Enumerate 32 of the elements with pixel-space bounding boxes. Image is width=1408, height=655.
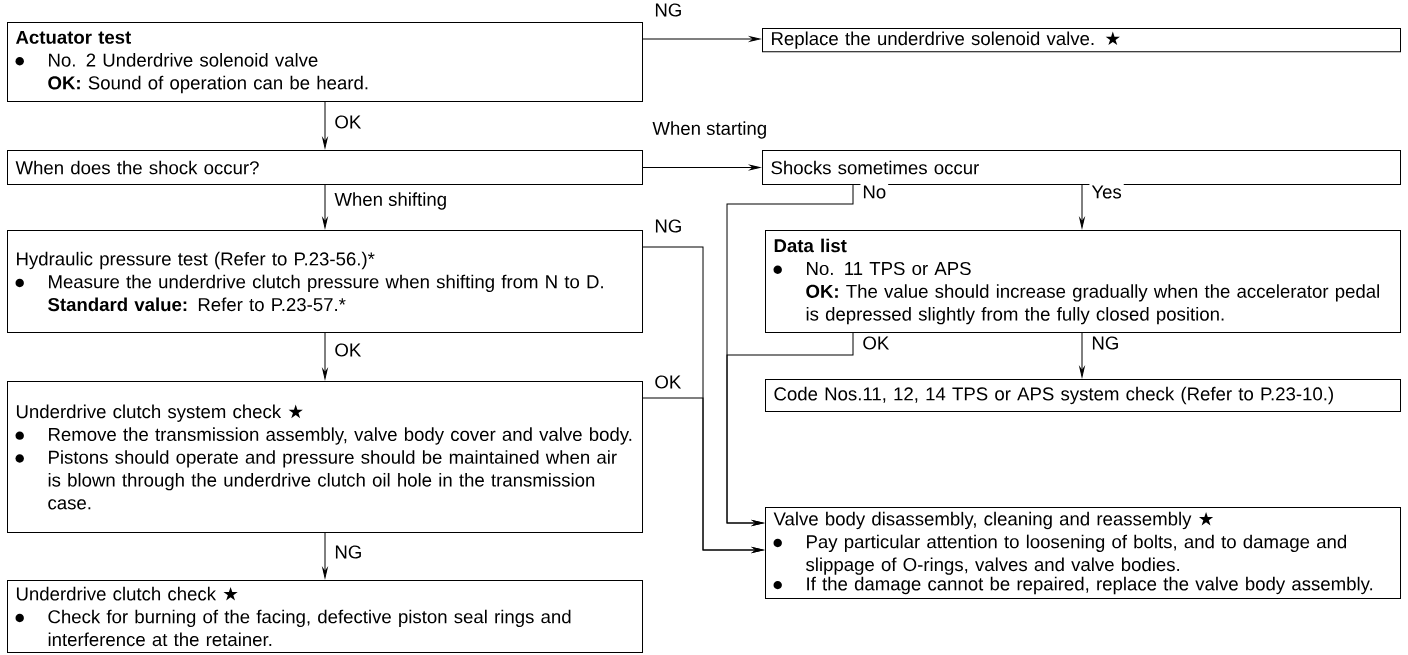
edge-label: NG [1089,334,1122,352]
arrow [322,101,328,149]
edge-label: OK [332,113,364,131]
edge-label: NG [332,543,365,561]
arrow [642,164,761,171]
process-box: Data list No. 11 TPS or APS OK: The value should increase gradually when the accelerator pedal is depressed slightly from the fully closed position. [765,230,1401,333]
edge-label: When starting [650,119,770,141]
edge-label: OK [652,373,684,391]
edge-label: No [860,183,889,201]
edge-label: OK [332,341,364,359]
process-box: Shocks sometimes occur [762,150,1401,185]
arrow [726,332,854,526]
edge-label: OK [860,334,892,352]
edge-label: When shifting [332,190,450,212]
arrow [642,36,761,42]
arrow [322,532,328,579]
arrow [322,184,328,229]
process-box: Replace the underdrive solenoid valve. ★ [762,28,1401,53]
arrow [642,397,764,553]
process-box: Underdrive clutch system check ★ Remove the transmission assembly, valve body cover and valve body. Pistons should operate and pressure should be maintained when air is blown through the underdrive clutch oil hole in the transmission case. [7,381,643,533]
process-box: Valve body disassembly, cleaning and reassembly ★ Pay particular attention to loosening of bolts, and to damage and slippage of O-rings, valves and valve bodies. If the damage cannot be repaired, replace the valve body assembly. [765,507,1401,599]
process-box: Underdrive clutch check ★ Check for burning of the facing, defective piston seal rings and interference at the retainer. [7,580,643,653]
arrow [322,332,328,380]
edge-label: NG [652,217,685,235]
process-box: When does the shock occur? [7,150,643,185]
edge-label: NG [652,1,685,19]
process-box: Code Nos.11, 12, 14 TPS or APS system check (Refer to P.23-10.) [765,379,1401,412]
edge-label: Yes [1089,183,1124,201]
process-box: Actuator test No. 2 Underdrive solenoid valve OK: Sound of operation can be heard. [7,22,643,102]
arrow [1079,184,1085,229]
arrow [1079,332,1085,378]
process-box: Hydraulic pressure test (Refer to P.23-56.)* Measure the underdrive clutch pressure when shifting from N to D. Standard value: Refer to P.23-57.* [7,230,643,333]
